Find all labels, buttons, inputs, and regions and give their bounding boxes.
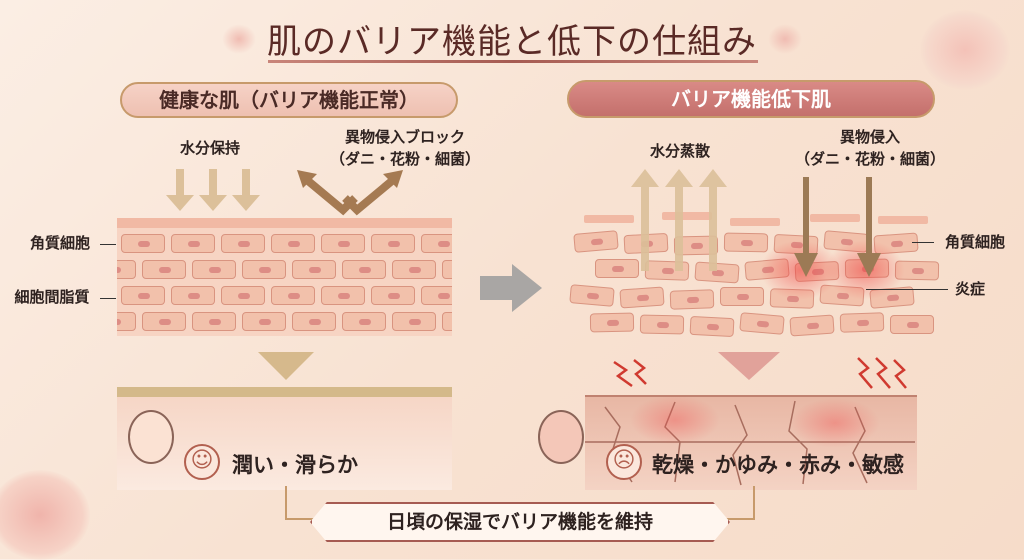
skin-cell [573, 230, 619, 253]
damaged-result-text: 乾燥・かゆみ・赤み・敏感 [652, 453, 904, 477]
skin-cell [121, 234, 165, 253]
skin-cell [689, 315, 735, 338]
invasion-sub-label: （ダニ・花粉・細菌） [794, 150, 945, 168]
irritation-zigzag-icon [613, 359, 647, 388]
irritation-zigzag-icon [857, 357, 907, 389]
skin-cell [371, 234, 415, 253]
skin-cell [890, 315, 934, 334]
skin-cell [242, 312, 286, 331]
leader-line [866, 289, 948, 290]
skin-cell [569, 284, 615, 307]
skin-cell [839, 312, 885, 333]
corneocyte-label-right: 角質細胞 [944, 233, 1005, 251]
flower-decoration [0, 470, 90, 560]
invasion-down-arrows-icon [794, 177, 881, 277]
evaporation-label: 水分蒸散 [649, 142, 710, 160]
down-triangle-icon [258, 352, 314, 380]
leader-line [100, 298, 116, 299]
skin-cell [669, 289, 715, 310]
flower-decoration [222, 24, 256, 54]
skin-cell [192, 312, 236, 331]
block-label: 異物侵入ブロック [344, 128, 465, 146]
redness-glow [630, 395, 720, 445]
skin-cell [442, 312, 452, 331]
skin-cell [292, 260, 336, 279]
lipid-fragment [662, 212, 712, 220]
skin-cell [720, 287, 764, 306]
skin-cell [121, 286, 165, 305]
healthy-surface-layer [117, 218, 452, 228]
skin-cell [421, 286, 452, 305]
block-sub-label: （ダニ・花粉・細菌） [329, 150, 480, 168]
down-triangle-icon [718, 352, 780, 380]
skin-cell [589, 312, 635, 333]
skin-cell [421, 234, 452, 253]
skin-cell [117, 312, 136, 331]
skin-cell [321, 234, 365, 253]
skin-cell [221, 234, 265, 253]
inflammation-label: 炎症 [954, 280, 985, 298]
skin-cell [392, 312, 436, 331]
skin-cell [271, 286, 315, 305]
skin-cell [142, 312, 186, 331]
cracked-skin-panel [585, 395, 917, 490]
skin-cell [271, 234, 315, 253]
lipid-fragment [584, 215, 634, 223]
healthy-cell-layer [117, 228, 452, 336]
skin-cell [789, 314, 835, 337]
transition-arrow-icon [480, 264, 542, 312]
invasion-label: 異物侵入 [839, 128, 900, 146]
skin-cell [142, 260, 186, 279]
skin-cell [171, 234, 215, 253]
happy-woman-icon [128, 410, 174, 464]
skin-cell [442, 260, 452, 279]
lipid-fragment [730, 218, 780, 226]
healthy-result-text: 潤い・滑らか [232, 453, 358, 477]
lipid-label: 細胞間脂質 [14, 288, 90, 306]
skin-cell [739, 312, 785, 335]
page-title: 肌のバリア機能と低下の仕組み [267, 22, 757, 62]
damaged-skin-heading: バリア機能低下肌 [567, 80, 935, 118]
skin-cell [242, 260, 286, 279]
title-underline [268, 60, 758, 63]
skin-cell [221, 286, 265, 305]
moisture-retention-label: 水分保持 [179, 139, 240, 157]
leader-line [912, 242, 934, 243]
leader-line [100, 244, 116, 245]
skin-cell [342, 260, 386, 279]
flower-decoration [768, 24, 802, 54]
healthy-skin-heading: 健康な肌（バリア機能正常） [120, 82, 458, 118]
skin-cell [192, 260, 236, 279]
flower-decoration [920, 10, 1010, 90]
skin-cell [595, 259, 639, 278]
corneocyte-label: 角質細胞 [29, 234, 90, 252]
skin-cell [292, 312, 336, 331]
healthy-result-bar [117, 387, 452, 397]
lipid-fragment [878, 216, 928, 224]
redness-glow [790, 398, 880, 448]
skin-cell [321, 286, 365, 305]
skin-cell [371, 286, 415, 305]
skin-cell [171, 286, 215, 305]
skin-cell [342, 312, 386, 331]
troubled-woman-icon [538, 410, 584, 464]
skin-cell [392, 260, 436, 279]
inflammation-glow [825, 240, 905, 300]
footer-banner: 日頃の保湿でバリア機能を維持 [310, 502, 730, 542]
deflect-arrows-icon [297, 170, 403, 216]
skin-cell [117, 260, 136, 279]
skin-cell [619, 286, 665, 309]
evaporation-up-arrows-icon [631, 169, 727, 271]
damaged-cell-layer [569, 210, 940, 340]
lipid-fragment [810, 214, 860, 222]
skin-cell [639, 314, 685, 335]
frown-icon: ☹ [606, 444, 642, 480]
moisture-down-arrows-icon [166, 169, 260, 211]
smiley-icon: ☺ [184, 444, 220, 480]
